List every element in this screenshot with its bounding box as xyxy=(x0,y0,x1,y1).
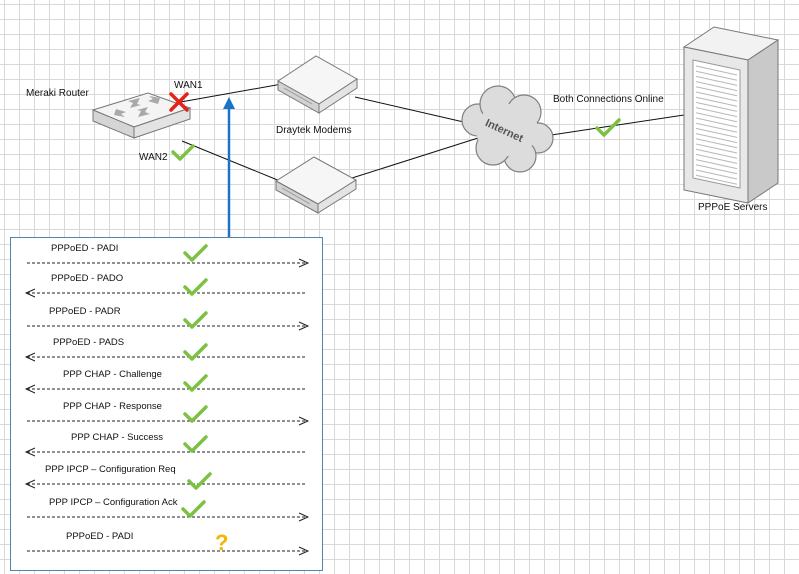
link-wan2 xyxy=(181,140,281,182)
connections-check-icon xyxy=(595,118,621,137)
pppoe-sequence-panel: ? PPPoED - PADI PPPoED - PADO PPPoED - PAD… xyxy=(10,237,323,571)
message-label: PPP CHAP - Challenge xyxy=(63,369,162,380)
message-label: PPP CHAP - Response xyxy=(63,401,162,412)
modem-1-icon xyxy=(277,55,358,114)
message-check-icon xyxy=(187,472,212,490)
router-label: Meraki Router xyxy=(26,88,89,99)
message-arrowhead-right xyxy=(298,258,310,268)
link-modem2-internet xyxy=(351,137,479,179)
link-wan1 xyxy=(174,83,283,104)
message-label: PPP IPCP – Configuration Req xyxy=(45,464,176,475)
message-check-icon xyxy=(181,500,206,518)
wan1-label: WAN1 xyxy=(174,80,203,91)
modem-2-icon xyxy=(275,156,357,214)
message-arrowhead-left xyxy=(24,479,36,489)
wan1-failure-cross-icon xyxy=(169,92,189,112)
message-arrowhead-right xyxy=(298,416,310,426)
message-label: PPPoED - PADI xyxy=(51,243,119,254)
message-arrowhead-right xyxy=(298,512,310,522)
message-label: PPP IPCP – Configuration Ack xyxy=(49,497,178,508)
message-arrowhead-right xyxy=(298,321,310,331)
message-label: PPPoED - PADI xyxy=(66,531,134,542)
message-arrowhead-left xyxy=(24,447,36,457)
message-check-icon xyxy=(183,435,208,453)
router-icon xyxy=(91,92,192,139)
message-check-icon xyxy=(183,244,208,262)
message-arrowhead-left xyxy=(24,288,36,298)
message-check-icon xyxy=(183,374,208,392)
message-label: PPP CHAP - Success xyxy=(71,432,164,443)
link-modem1-internet xyxy=(354,96,469,124)
message-check-icon xyxy=(183,405,208,423)
message-check-icon xyxy=(183,343,208,361)
servers-label: PPPoE Servers xyxy=(698,202,768,213)
message-label: PPPoED - PADO xyxy=(51,273,124,284)
message-arrowhead-right xyxy=(298,546,310,556)
wan2-check-icon xyxy=(171,144,195,161)
message-check-icon xyxy=(183,278,208,296)
message-label: PPPoED - PADS xyxy=(53,337,125,348)
internet-cloud-icon xyxy=(461,85,554,173)
message-check-icon xyxy=(183,311,208,329)
sequence-arrows: ? xyxy=(24,244,310,556)
message-arrowhead-left xyxy=(24,352,36,362)
server-rack-icon xyxy=(682,26,780,204)
message-label: PPPoED - PADR xyxy=(49,306,121,317)
message-unknown-icon: ? xyxy=(215,530,228,555)
message-arrowhead-left xyxy=(24,384,36,394)
wan2-label: WAN2 xyxy=(139,152,168,163)
connections-label: Both Connections Online xyxy=(553,94,664,105)
callout-arrow xyxy=(223,97,235,237)
modems-label: Draytek Modems xyxy=(276,125,352,136)
